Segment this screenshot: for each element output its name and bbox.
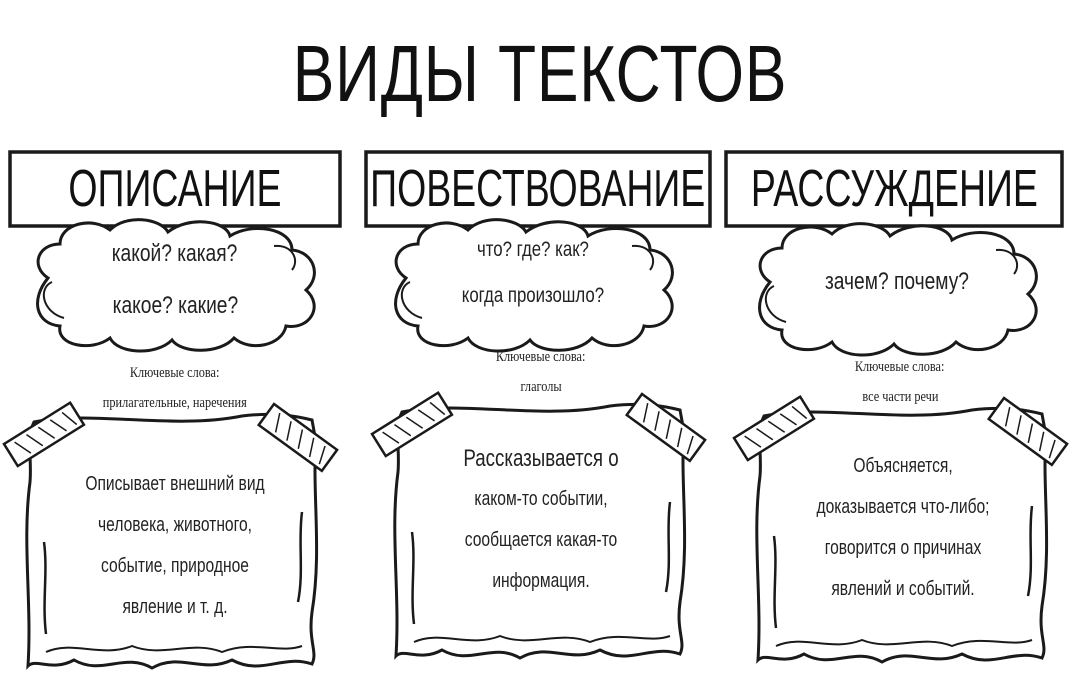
cloud-question-1a: какой? какая? [112, 240, 238, 267]
keywords-label-2: Ключевые слова: [496, 349, 586, 365]
page-title: ВИДЫ ТЕКСТОВ [292, 29, 788, 118]
header-box-1 [8, 150, 342, 228]
note-text-3: Объясняется, доказывается что-либо; гово… [816, 455, 990, 600]
keywords-label-3: Ключевые слова: [855, 359, 945, 375]
keywords-3: все части речи [861, 389, 939, 405]
cloud-question-2a: что? где? как? [477, 238, 589, 261]
keywords-label-1: Ключевые слова: [130, 365, 220, 381]
header-opisanie: ОПИСАНИЕ [68, 160, 282, 218]
note-text-1: Описывает внешний вид человека, животног… [85, 473, 265, 618]
keywords-1: прилагательные, наречения [103, 395, 247, 411]
header-rassuzhdenie: РАССУЖДЕНИЕ [750, 160, 1038, 218]
cloud-question-1b: какое? какие? [112, 292, 238, 319]
note-text-2: Рассказывается о каком-то событии, сообщ… [463, 445, 619, 592]
header-box-2 [364, 150, 712, 228]
header-povestvovanie: ПОВЕСТВОВАНИЕ [370, 160, 706, 218]
keywords-2: глаголы [520, 379, 562, 395]
cloud-question-3a: зачем? почему? [824, 268, 969, 295]
header-box-3 [724, 150, 1064, 228]
cloud-question-2b: когда произошло? [461, 284, 605, 307]
